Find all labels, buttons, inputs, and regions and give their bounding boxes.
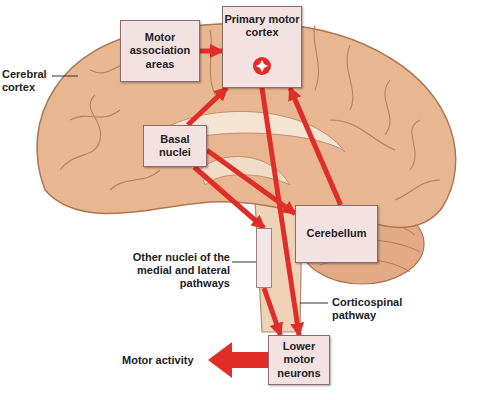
arrow-connector — [200, 49, 222, 54]
node-text: Primary motor cortex — [223, 13, 301, 39]
arrow-connector — [264, 288, 280, 335]
node-text: Lower motor neurons — [269, 340, 329, 380]
arrow-connector — [194, 167, 264, 228]
arrow-connector — [262, 88, 299, 335]
process-box: Primary motor cortex — [222, 6, 302, 88]
process-box: Other nuclei of the medial and lateral p… — [256, 228, 272, 288]
leader-line — [232, 262, 256, 263]
process-box: Basal nuclei — [143, 125, 207, 167]
node-text: Other nuclei of the medial and lateral p… — [112, 251, 230, 291]
leader-line — [300, 303, 328, 304]
process-box: Cerebellum — [295, 205, 378, 263]
leader-line — [52, 76, 78, 77]
motor-activity-arrow — [208, 342, 268, 378]
arrow-connector — [290, 88, 341, 205]
node-text: Motor association areas — [121, 31, 199, 71]
process-box: Lower motor neurons — [268, 335, 330, 385]
label-text: Cerebral cortex — [2, 68, 54, 94]
process-box: Motor association areas — [120, 20, 200, 82]
node-text: Basal nuclei — [144, 133, 206, 159]
label-text: Corticospinal pathway — [332, 296, 412, 322]
arrow-connector — [188, 88, 227, 125]
label-text: Motor activity — [122, 354, 206, 367]
node-text: Cerebellum — [307, 227, 367, 240]
